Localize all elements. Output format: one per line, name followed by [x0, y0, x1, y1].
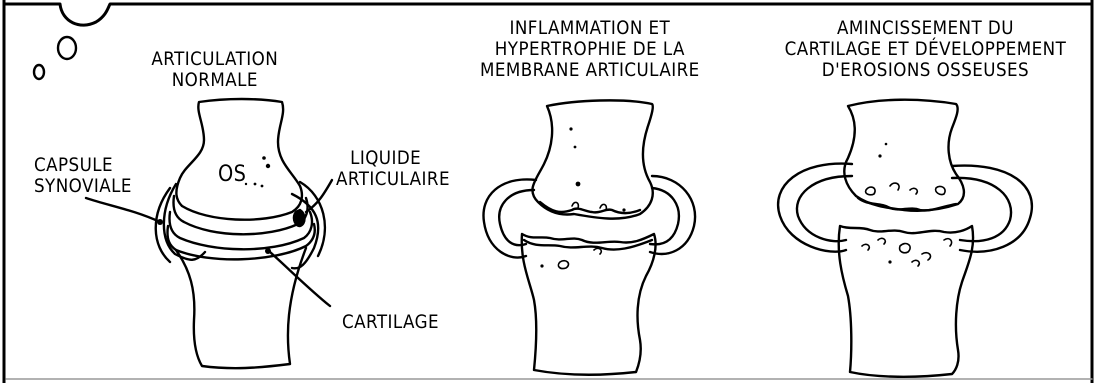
title-line: AMINCISSEMENT DU — [760, 18, 1091, 39]
title-line: D'EROSIONS OSSEUSES — [760, 60, 1091, 81]
decorative-circles — [34, 37, 76, 79]
pointer-capsule — [86, 198, 160, 222]
title-line: CARTILAGE ET DÉVELOPPEMENT — [760, 39, 1091, 60]
inflamed-joint — [483, 100, 695, 374]
label-line: LIQUIDE — [336, 148, 450, 169]
title-line: NORMALE — [140, 70, 290, 91]
panel-3-title: AMINCISSEMENT DU CARTILAGE ET DÉVELOPPEM… — [760, 18, 1091, 81]
title-line: MEMBRANE ARTICULAIRE — [464, 60, 716, 81]
label-cartilage: CARTILAGE — [342, 312, 439, 333]
title-line: ARTICULATION — [140, 49, 290, 70]
title-line: HYPERTROPHIE DE LA — [464, 39, 716, 60]
expanded-membrane — [778, 164, 852, 252]
eroded-joint — [778, 100, 1032, 377]
upper-bone — [176, 99, 302, 220]
label-capsule-synoviale: CAPSULE SYNOVIALE — [34, 155, 132, 197]
hypertrophied-membrane — [483, 179, 536, 257]
pointer-cartilage — [270, 252, 330, 306]
label-line: ARTICULAIRE — [336, 169, 450, 190]
label-os: OS — [218, 164, 246, 185]
panel-2-title: INFLAMMATION ET HYPERTROPHIE DE LA MEMBR… — [464, 18, 716, 81]
normal-joint — [86, 99, 332, 368]
label-line: SYNOVIALE — [34, 176, 132, 197]
label-liquide-articulaire: LIQUIDE ARTICULAIRE — [336, 148, 450, 190]
title-line: INFLAMMATION ET — [464, 18, 716, 39]
panel-1-title: ARTICULATION NORMALE — [140, 49, 290, 91]
label-line: CAPSULE — [34, 155, 132, 176]
